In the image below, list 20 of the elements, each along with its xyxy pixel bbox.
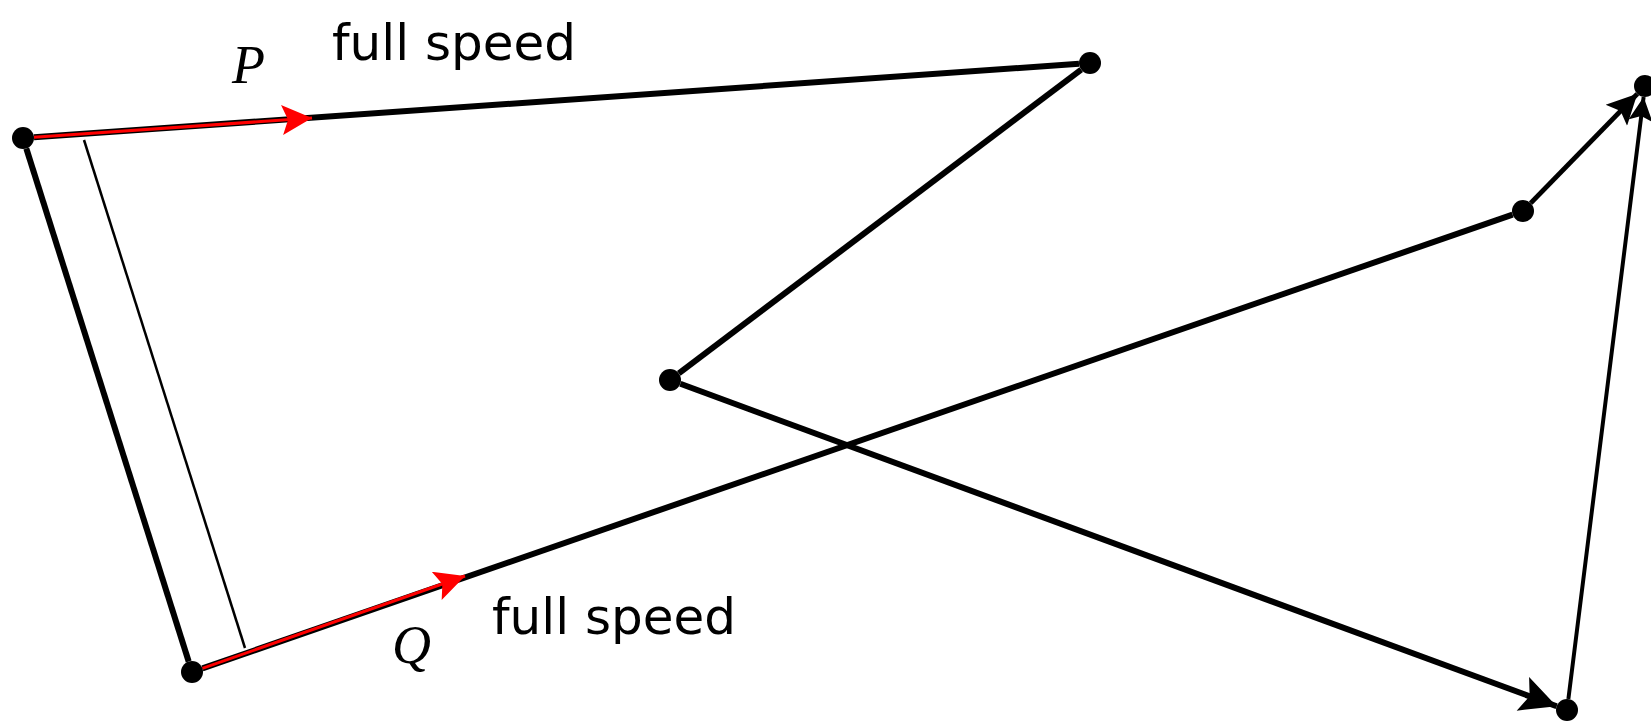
arrow bbox=[33, 105, 313, 139]
line-segment bbox=[33, 60, 1080, 141]
line-segment bbox=[23, 147, 192, 663]
point-dot bbox=[1634, 75, 1651, 97]
speed-label: full speed bbox=[492, 592, 737, 642]
arrow bbox=[1528, 92, 1640, 205]
point-dot bbox=[1512, 200, 1534, 222]
arrow bbox=[679, 381, 1558, 711]
point-dot bbox=[181, 661, 203, 683]
point-dot bbox=[12, 127, 34, 149]
edge-label: Q bbox=[392, 618, 431, 672]
point-dot bbox=[1079, 52, 1101, 74]
arrow bbox=[201, 571, 466, 670]
point-dot bbox=[1556, 699, 1578, 721]
speed-label: full speed bbox=[332, 18, 577, 68]
line-segment bbox=[201, 211, 1514, 672]
edge-label: P bbox=[232, 38, 265, 92]
point-dot bbox=[659, 369, 681, 391]
line-segment bbox=[676, 67, 1084, 376]
arrow bbox=[1566, 96, 1651, 700]
